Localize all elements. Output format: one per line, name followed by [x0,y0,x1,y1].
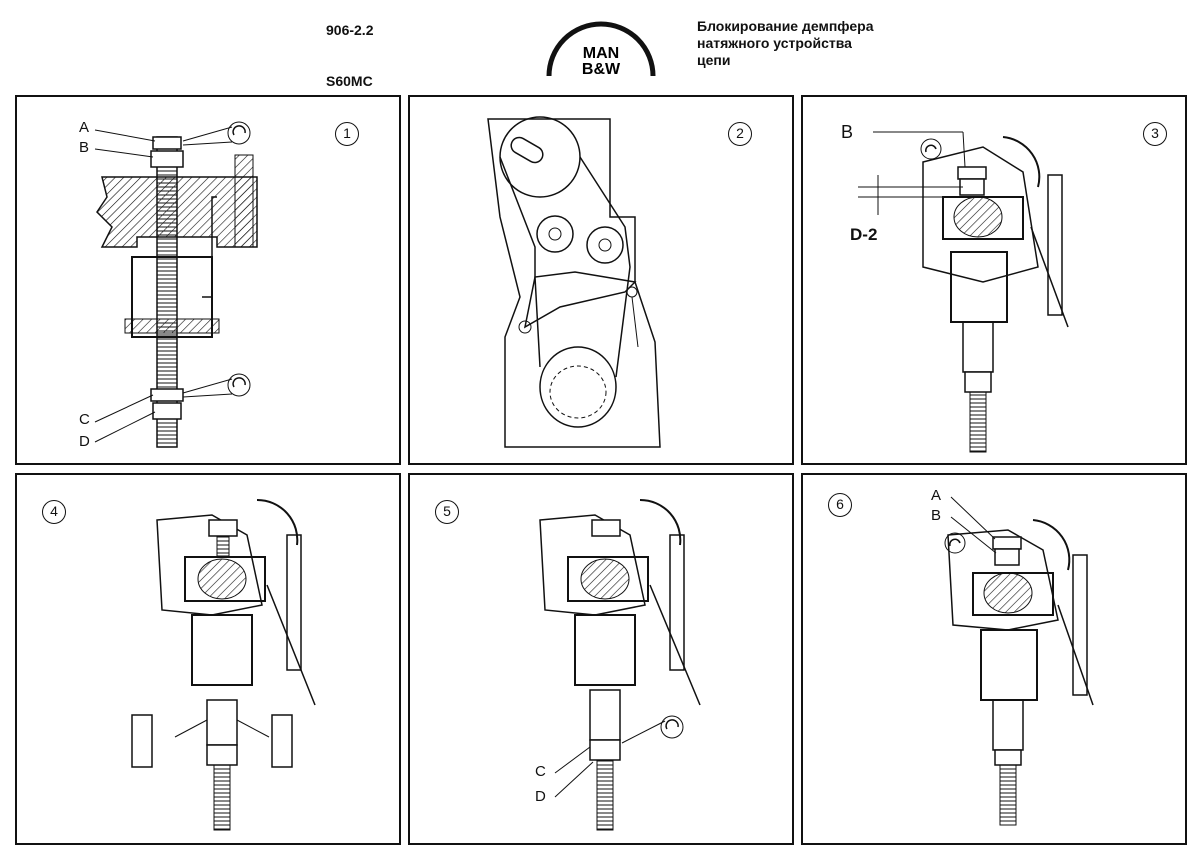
label-b: B [79,139,90,156]
panel-2: 2 [408,95,794,465]
engine-model: S60MC [326,73,373,89]
panel-2-drawing [487,116,661,448]
title-line-2: натяжного устройства [697,35,852,51]
panel-6-number: 6 [828,493,852,517]
label-a: A [931,487,942,504]
panel-5-drawing [539,498,701,831]
label-c: C [535,763,546,780]
panel-3-number: 3 [1143,122,1167,146]
panel-6-drawing [944,496,1094,826]
panel-1: 1 A B C D [15,95,401,465]
man-bw-logo: MAN B&W [541,18,661,80]
panel-3: 3 B D-2 [801,95,1187,465]
panel-1-number: 1 [335,122,359,146]
label-c: C [79,411,90,428]
label-b: B [841,122,854,142]
document-code: 906-2.2 [326,22,374,38]
panel-3-drawing [858,131,1069,453]
label-b: B [931,507,942,524]
panel-6: 6 A B [801,473,1187,845]
document-title: Блокирование демпфера натяжного устройст… [697,18,873,69]
panel-2-number: 2 [728,122,752,146]
title-line-3: цепи [697,52,731,68]
logo-text-man: MAN [583,45,619,62]
panel-5-number: 5 [435,500,459,524]
panel-4-drawing [131,498,316,831]
panel-1-drawing [94,121,258,448]
title-line-1: Блокирование демпфера [697,18,874,34]
label-a: A [79,119,90,136]
panel-5: 5 C D [408,473,794,845]
panel-4: 4 [15,473,401,845]
label-d: D [79,433,90,450]
dimension-label: D-2 [850,225,878,244]
logo-text-bw: B&W [582,61,621,78]
label-d: D [535,788,546,805]
panel-4-number: 4 [42,500,66,524]
